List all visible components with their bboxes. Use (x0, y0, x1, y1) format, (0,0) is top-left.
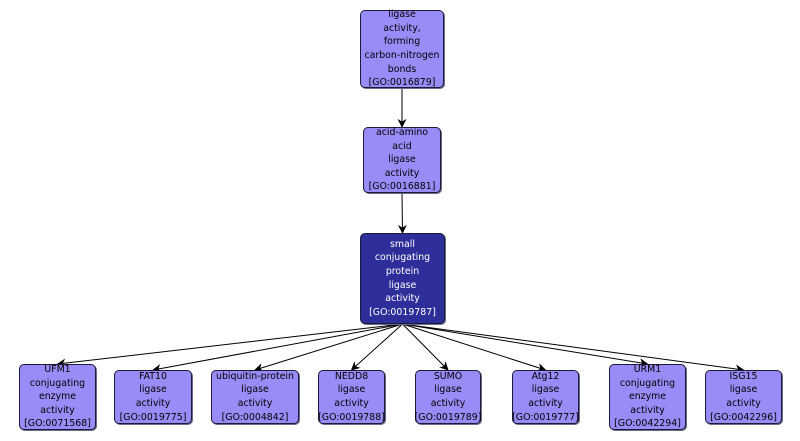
go-term-label: conjugating (374, 252, 431, 264)
edge-arrow (152, 323, 403, 373)
edge-arrow (56, 323, 403, 368)
go-term-id: [GO:0016881] (368, 181, 436, 193)
go-term-label: activity (237, 398, 273, 409)
edge-arrow (402, 323, 547, 372)
go-term-label: activity, (383, 22, 421, 34)
go-term-label: ligase (434, 384, 462, 396)
go-term-label: activity (40, 404, 75, 416)
go-term-label: ubiquitin-protein (216, 370, 294, 382)
go-term-label: ligase (729, 384, 758, 396)
go-term-label: small (390, 238, 415, 250)
go-term-label: UFM1 (44, 364, 71, 376)
go-term-label: ligase (531, 384, 560, 396)
go-term-label: conjugating (619, 377, 676, 389)
go-term-label: acid-amino (376, 127, 428, 139)
go-term-id: [GO:0019789] (414, 411, 482, 423)
go-term-node[interactable]: NEDD8 ligase activity [GO:0019788] (318, 370, 385, 424)
go-term-label: conjugating (29, 377, 86, 389)
go-term-label: activity (726, 398, 761, 409)
go-term-label: protein (385, 265, 420, 277)
go-term-label: ligase (139, 384, 167, 396)
go-term-id: [GO:0004842] (221, 411, 289, 423)
go-term-label: URM1 (633, 364, 662, 376)
go-term-id: [GO:0019775] (119, 411, 187, 423)
go-term-label: ligase (388, 279, 417, 291)
go-term-node[interactable]: Atg12 ligase activity [GO:0019777] (512, 370, 579, 424)
go-term-id: [GO:0042294] (614, 418, 681, 430)
go-term-label: Atg12 (531, 370, 560, 382)
go-term-label: activity (334, 398, 369, 409)
go-term-node[interactable]: FAT10 ligase activity [GO:0019775] (114, 370, 192, 424)
go-term-id: [GO:0019787] (369, 306, 436, 318)
go-term-label: FAT10 (139, 370, 167, 382)
edge-arrow (350, 323, 403, 371)
go-term-id: [GO:0019777] (512, 411, 579, 423)
go-term-label: activity (384, 167, 420, 179)
go-term-label: enzyme (628, 391, 667, 403)
go-term-id: [GO:0042296] (710, 411, 777, 423)
go-term-label: activity (430, 398, 466, 409)
go-term-label: activity (630, 404, 665, 416)
go-term-label: activity (135, 398, 171, 409)
go-term-label: SUMO (433, 370, 463, 382)
go-term-label: bonds (387, 63, 417, 75)
edge-arrow (397, 192, 407, 234)
go-term-label: carbon-nitrogen (364, 50, 440, 61)
go-term-node[interactable]: ubiquitin-protein ligase activity [GO:00048… (211, 370, 299, 424)
edge-arrow (254, 323, 403, 372)
go-term-label: ligase (388, 9, 416, 21)
edge-arrow (402, 323, 745, 374)
go-term-label: activity (528, 398, 563, 409)
go-term-label: activity (385, 293, 420, 305)
edge-arrow (402, 323, 649, 368)
go-term-node[interactable]: ISG15 ligase activity [GO:0042296] (705, 370, 782, 424)
go-term-label: ligase (337, 384, 366, 396)
go-term-label: ligase (388, 154, 416, 166)
go-term-id: [GO:0019788] (318, 411, 385, 423)
go-term-node[interactable]: SUMO ligase activity [GO:0019789] (415, 370, 481, 424)
go-term-label: forming (383, 36, 421, 48)
go-term-id: [GO:0016879] (368, 77, 436, 89)
go-term-label: ISG15 (729, 370, 758, 382)
go-term-id: [GO:0071568] (24, 418, 91, 430)
edge-arrow (402, 323, 449, 371)
go-term-label: ligase (241, 384, 269, 396)
go-term-label: enzyme (38, 391, 77, 403)
go-term-label: acid (392, 140, 412, 152)
go-term-label: NEDD8 (334, 370, 369, 382)
